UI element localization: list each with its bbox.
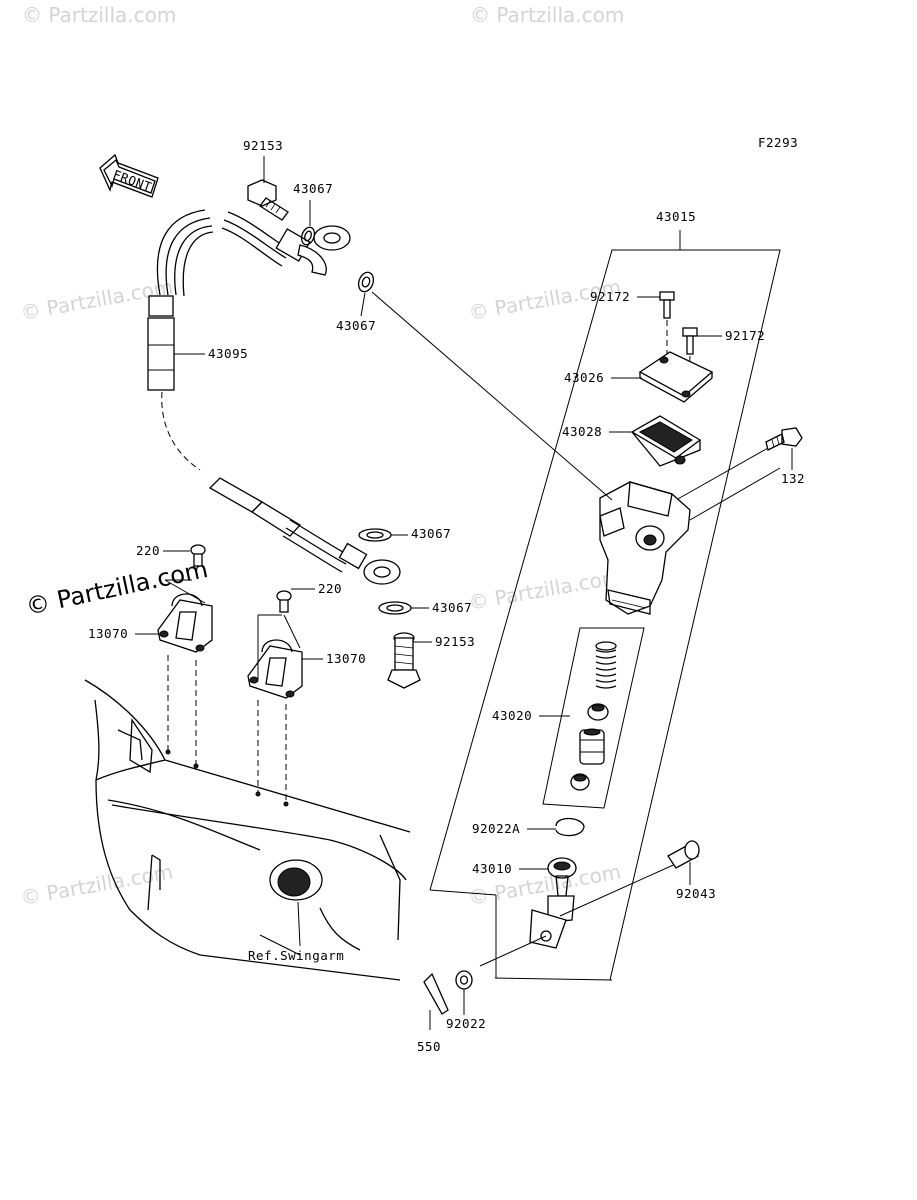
label-43067: 43067 bbox=[336, 318, 376, 333]
piston-kit bbox=[542, 627, 645, 809]
figure-code: F2293 bbox=[758, 135, 798, 150]
washer-icon bbox=[455, 970, 473, 990]
bolt-icon bbox=[765, 427, 803, 451]
cotter-pin-icon bbox=[423, 972, 449, 1030]
reservoir-cap bbox=[638, 351, 714, 403]
watermark: © Partzilla.com bbox=[22, 3, 176, 27]
label-43028: 43028 bbox=[562, 424, 602, 439]
brake-hose bbox=[147, 209, 401, 585]
label-92172: 92172 bbox=[590, 289, 630, 304]
label-13070: 13070 bbox=[326, 651, 366, 666]
pushrod bbox=[479, 857, 681, 967]
screw-icon bbox=[190, 544, 206, 567]
label-92022: 92022 bbox=[446, 1016, 486, 1031]
watermark: © Partzilla.com bbox=[467, 564, 623, 614]
label-220: 220 bbox=[318, 581, 342, 596]
banjo-bolt-top bbox=[247, 179, 289, 221]
callouts: 92153 43067 43067 43095 43015 92172 9217… bbox=[88, 138, 805, 1054]
label-92153: 92153 bbox=[435, 634, 475, 649]
label-92043: 92043 bbox=[676, 886, 716, 901]
screw-icon bbox=[659, 291, 675, 355]
label-ref-swingarm: Ref.Swingarm bbox=[248, 948, 344, 963]
washer-icon bbox=[378, 601, 412, 615]
label-43095: 43095 bbox=[208, 346, 248, 361]
label-43020: 43020 bbox=[492, 708, 532, 723]
watermark: © Partzilla.com bbox=[470, 3, 624, 27]
label-43010: 43010 bbox=[472, 861, 512, 876]
washer-icon bbox=[357, 271, 375, 293]
clevis-pin-icon bbox=[667, 840, 700, 869]
label-43015: 43015 bbox=[656, 209, 696, 224]
assembly-outline bbox=[429, 230, 781, 981]
diaphragm bbox=[630, 415, 702, 467]
label-132: 132 bbox=[781, 471, 805, 486]
label-13070: 13070 bbox=[88, 626, 128, 641]
hose-clamp-b bbox=[247, 614, 303, 699]
label-92172: 92172 bbox=[725, 328, 765, 343]
label-43067: 43067 bbox=[432, 600, 472, 615]
label-43067: 43067 bbox=[411, 526, 451, 541]
watermarks: © Partzilla.com © Partzilla.com © Partzi… bbox=[19, 3, 625, 910]
label-92153: 92153 bbox=[243, 138, 283, 153]
label-43026: 43026 bbox=[564, 370, 604, 385]
banjo-bolt-bottom bbox=[387, 632, 421, 689]
front-arrow-icon: FRONT bbox=[99, 153, 159, 198]
washer-icon bbox=[358, 528, 392, 542]
washer-icon bbox=[300, 226, 316, 246]
master-cylinder-body bbox=[599, 481, 691, 615]
label-220: 220 bbox=[136, 543, 160, 558]
label-550: 550 bbox=[417, 1039, 441, 1054]
hose-clamp-a bbox=[157, 579, 213, 653]
swingarm bbox=[84, 679, 411, 981]
screw-icon bbox=[276, 590, 292, 613]
label-92022A: 92022A bbox=[472, 821, 520, 836]
label-43067: 43067 bbox=[293, 181, 333, 196]
circlip-icon bbox=[555, 817, 585, 837]
